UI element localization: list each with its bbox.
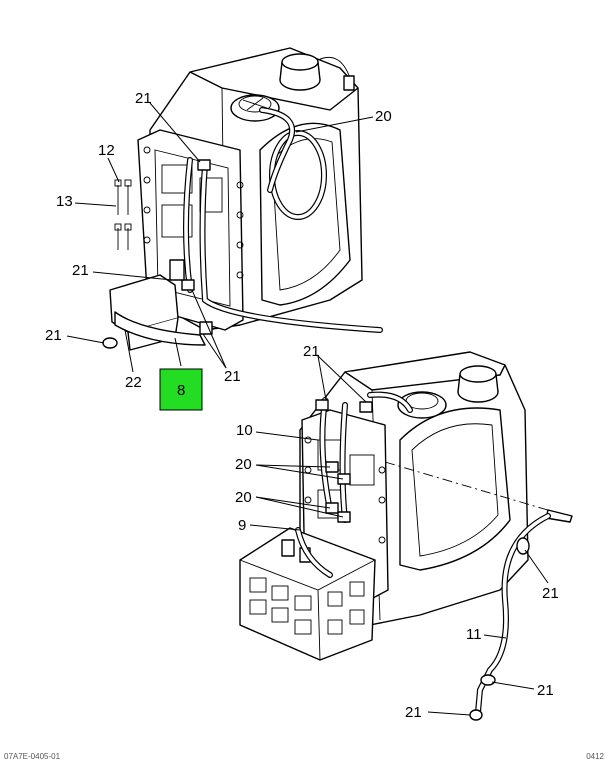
- callout-20[interactable]: 20: [235, 489, 252, 506]
- callout-21[interactable]: 21: [537, 682, 554, 699]
- drawing-id: 07A7E-0405-01: [4, 752, 61, 761]
- callout-20[interactable]: 20: [235, 456, 252, 473]
- drawing-date-code: 0412: [586, 752, 604, 761]
- callout-11[interactable]: 11: [466, 626, 482, 643]
- callout-12[interactable]: 12: [98, 142, 115, 159]
- highlighted-callout-box[interactable]: [159, 368, 203, 411]
- callout-21[interactable]: 21: [45, 327, 62, 344]
- callout-21[interactable]: 21: [405, 704, 422, 721]
- callout-21[interactable]: 21: [72, 262, 89, 279]
- callout-9[interactable]: 9: [238, 517, 246, 534]
- callout-8[interactable]: 8: [177, 382, 185, 399]
- callout-21[interactable]: 21: [224, 368, 241, 385]
- callout-20[interactable]: 20: [375, 108, 392, 125]
- callout-21[interactable]: 21: [303, 343, 320, 360]
- callout-10[interactable]: 10: [236, 422, 253, 439]
- callout-21[interactable]: 21: [542, 585, 559, 602]
- top-tank-assembly: [102, 47, 383, 351]
- leader-lines: [66, 102, 549, 716]
- callout-13[interactable]: 13: [56, 193, 73, 210]
- bottom-tank-assembly: [239, 351, 573, 721]
- callout-labels: 21 20 12 13 21 21 22 8 21 21 10 20 20 9 …: [45, 90, 559, 721]
- callout-22[interactable]: 22: [125, 374, 142, 391]
- callout-21[interactable]: 21: [135, 90, 152, 107]
